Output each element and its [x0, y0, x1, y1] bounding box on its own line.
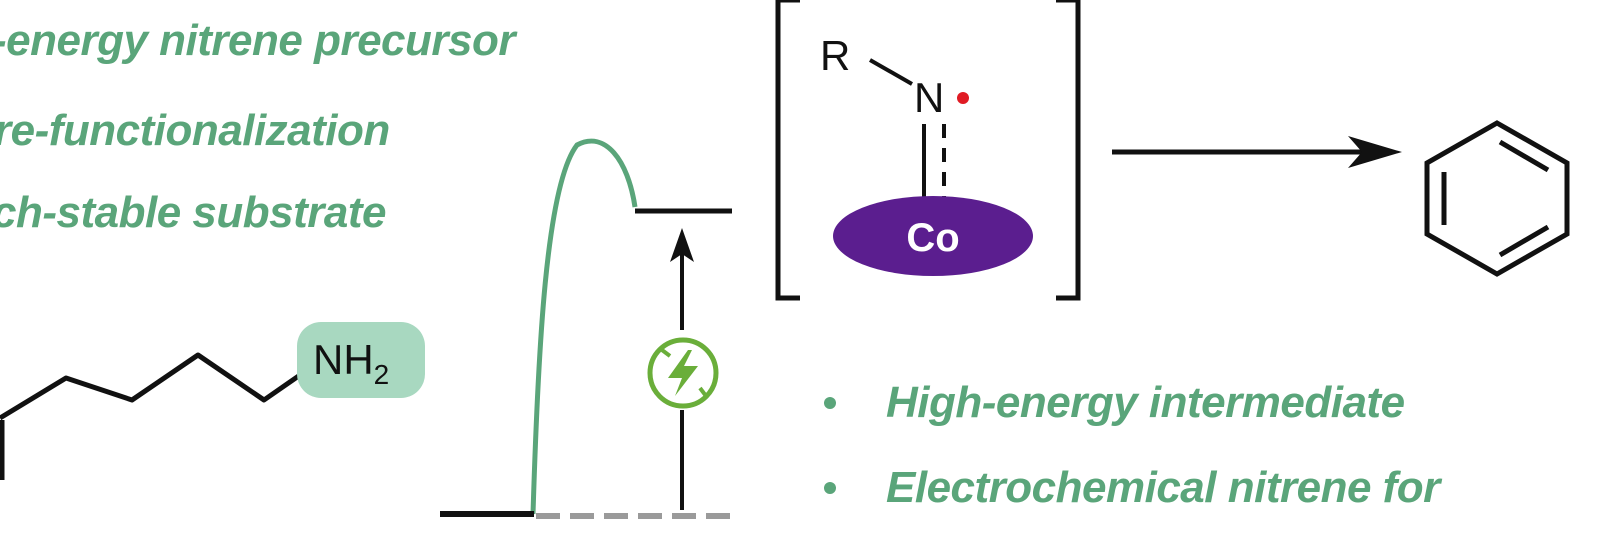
cobalt-nitrene-intermediate: R N Co: [775, 0, 1081, 301]
cobalt-catalyst-ellipse: [833, 196, 1033, 276]
energy-diagram: [440, 138, 740, 519]
alkyl-chain: [0, 352, 302, 421]
feature-label: High-energy intermediate: [886, 378, 1405, 427]
radical-dot-icon: [957, 92, 969, 104]
feature-stable-substrate: ch-stable substrate: [0, 188, 386, 237]
energy-barrier-curve: [530, 138, 638, 515]
feature-prefunctionalization: re-functionalization: [0, 106, 390, 155]
right-bracket: [1056, 0, 1081, 301]
bullet-icon: [824, 397, 836, 409]
bullet-icon: [824, 482, 836, 494]
feature-label: Electrochemical nitrene for: [886, 463, 1440, 512]
reaction-arrow-icon: [1112, 136, 1402, 168]
electrochemistry-plug-icon: [647, 337, 719, 409]
benzene-ring: [1424, 120, 1570, 277]
nitrogen-label: N: [914, 74, 944, 121]
feature-nitrene-precursor: -energy nitrene precursor: [0, 16, 516, 65]
r-n-bond: [869, 58, 913, 86]
energy-arrow-head: [670, 228, 694, 262]
r-group-label: R: [820, 32, 850, 79]
amine-highlight: [297, 322, 425, 398]
feature-electrochemical-nitrene: Electrochemical nitrene for: [824, 463, 1440, 513]
amine-label: NH2: [313, 336, 389, 390]
left-bracket: [775, 0, 800, 301]
amine-substrate: NH2: [0, 322, 425, 480]
cobalt-label: Co: [906, 216, 959, 260]
feature-high-energy-intermediate: High-energy intermediate: [824, 378, 1405, 428]
